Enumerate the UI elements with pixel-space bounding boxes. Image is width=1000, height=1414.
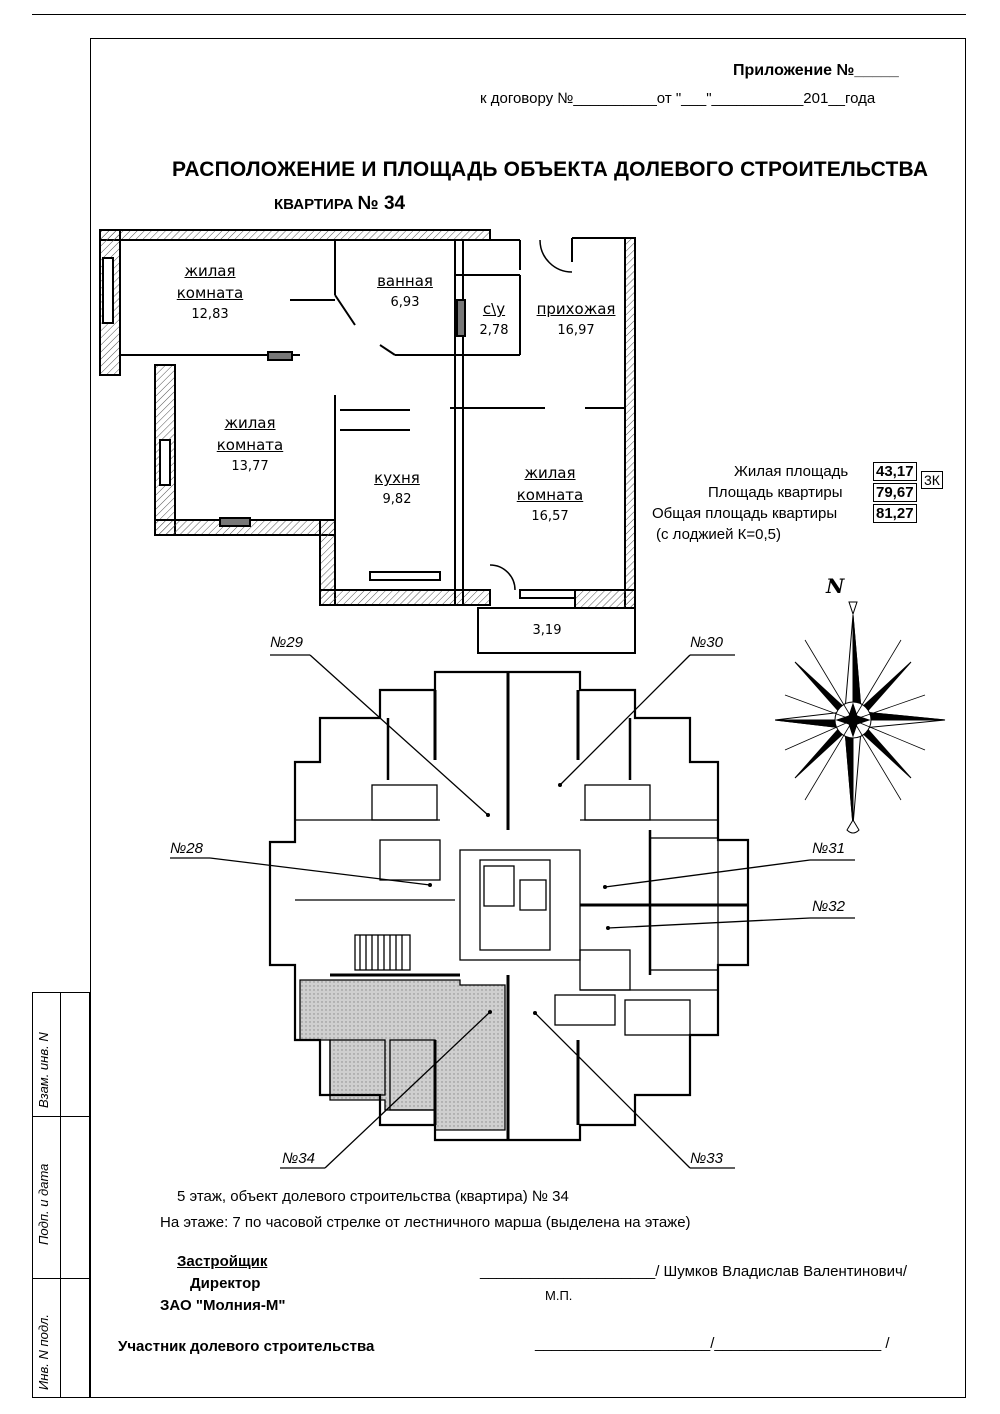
room-hallway-name: прихожая bbox=[536, 300, 616, 318]
room-living-1-name1: жилая bbox=[184, 262, 236, 280]
director-signature-line: _____________________/ Шумков Владислав … bbox=[480, 1263, 908, 1280]
apartment-heading: КВАРТИРА № 34 bbox=[274, 193, 405, 215]
floor-label-30: №30 bbox=[690, 634, 723, 651]
room-loggia-area: 3,19 bbox=[532, 623, 562, 638]
room-loggia: 3,19 bbox=[525, 620, 569, 642]
participant-signature-line: _____________________/__________________… bbox=[535, 1335, 890, 1352]
room-bathroom: ванная 6,93 bbox=[365, 270, 445, 314]
compass-rose-icon bbox=[775, 601, 946, 834]
room-living-1: жилая комната 12,83 bbox=[170, 260, 250, 326]
total-area-label: Общая площадь квартиры bbox=[652, 505, 838, 522]
contract-line: к договору №__________от "___"__________… bbox=[480, 90, 876, 107]
floor-label-29: №29 bbox=[270, 634, 303, 651]
participant-label: Участник долевого строительства bbox=[118, 1338, 375, 1355]
room-living-1-area: 12,83 bbox=[191, 307, 229, 322]
room-hallway: прихожая 16,97 bbox=[530, 298, 622, 342]
position-line: На этаже: 7 по часовой стрелке от лестни… bbox=[160, 1214, 691, 1231]
living-area-label: Жилая площадь bbox=[734, 463, 849, 480]
top-border-line bbox=[32, 14, 966, 15]
room-bathroom-name: ванная bbox=[377, 272, 433, 290]
floor-label-32: №32 bbox=[812, 898, 845, 915]
room-wc-area: 2,78 bbox=[479, 323, 509, 338]
living-area-value: 43,17 bbox=[873, 462, 917, 481]
room-hallway-area: 16,97 bbox=[557, 323, 595, 338]
floor-outline bbox=[268, 670, 750, 1142]
room-living-2-name1: жилая bbox=[224, 414, 276, 432]
stamp-column bbox=[32, 992, 90, 1398]
apartment-34-highlight bbox=[299, 979, 506, 1131]
room-wc: с\у 2,78 bbox=[472, 298, 516, 342]
stamp-mark: М.П. bbox=[545, 1288, 573, 1303]
room-living-1-name2: комната bbox=[176, 284, 244, 302]
floor-label-34: №34 bbox=[282, 1150, 315, 1167]
room-living-2-name2: комната bbox=[216, 436, 284, 454]
floor-label-28: №28 bbox=[170, 840, 203, 857]
room-living-3-name1: жилая bbox=[524, 464, 576, 482]
room-wc-name: с\у bbox=[482, 300, 506, 318]
total-area-value: 81,27 bbox=[873, 504, 917, 523]
developer-label: Застройщик bbox=[177, 1253, 268, 1270]
company-name: ЗАО "Молния-М" bbox=[160, 1297, 286, 1314]
appendix-label: Приложение №_____ bbox=[733, 62, 899, 79]
apartment-prefix: КВАРТИРА bbox=[274, 196, 354, 213]
room-living-2: жилая комната 13,77 bbox=[210, 412, 290, 478]
floor-label-33: №33 bbox=[690, 1150, 723, 1167]
room-living-3-name2: комната bbox=[516, 486, 584, 504]
apartment-walls bbox=[99, 229, 636, 654]
room-kitchen-area: 9,82 bbox=[382, 492, 412, 507]
floor-label-31: №31 bbox=[812, 840, 845, 857]
stamp-column-divider bbox=[60, 992, 61, 1398]
room-living-3: жилая комната 16,57 bbox=[510, 462, 590, 528]
page-title: РАСПОЛОЖЕНИЕ И ПЛОЩАДЬ ОБЪЕКТА ДОЛЕВОГО … bbox=[172, 158, 929, 181]
loggia-note: (с лоджией К=0,5) bbox=[656, 526, 781, 543]
floor-line: 5 этаж, объект долевого строительства (к… bbox=[177, 1188, 569, 1205]
room-kitchen: кухня 9,82 bbox=[360, 467, 434, 511]
director-label: Директор bbox=[190, 1275, 261, 1292]
apartment-area-value: 79,67 bbox=[873, 483, 917, 502]
apartment-area-label: Площадь квартиры bbox=[708, 484, 843, 501]
compass-north-label: N bbox=[826, 574, 845, 598]
room-bathroom-area: 6,93 bbox=[390, 295, 420, 310]
rooms-badge: 3К bbox=[921, 471, 943, 489]
document-frame bbox=[90, 38, 966, 1398]
stamp-row-2 bbox=[32, 1278, 90, 1279]
apartment-number: № 34 bbox=[357, 193, 406, 214]
room-living-3-area: 16,57 bbox=[531, 509, 569, 524]
room-living-2-area: 13,77 bbox=[231, 459, 269, 474]
room-kitchen-name: кухня bbox=[374, 469, 420, 487]
stamp-row-1 bbox=[32, 1116, 90, 1117]
